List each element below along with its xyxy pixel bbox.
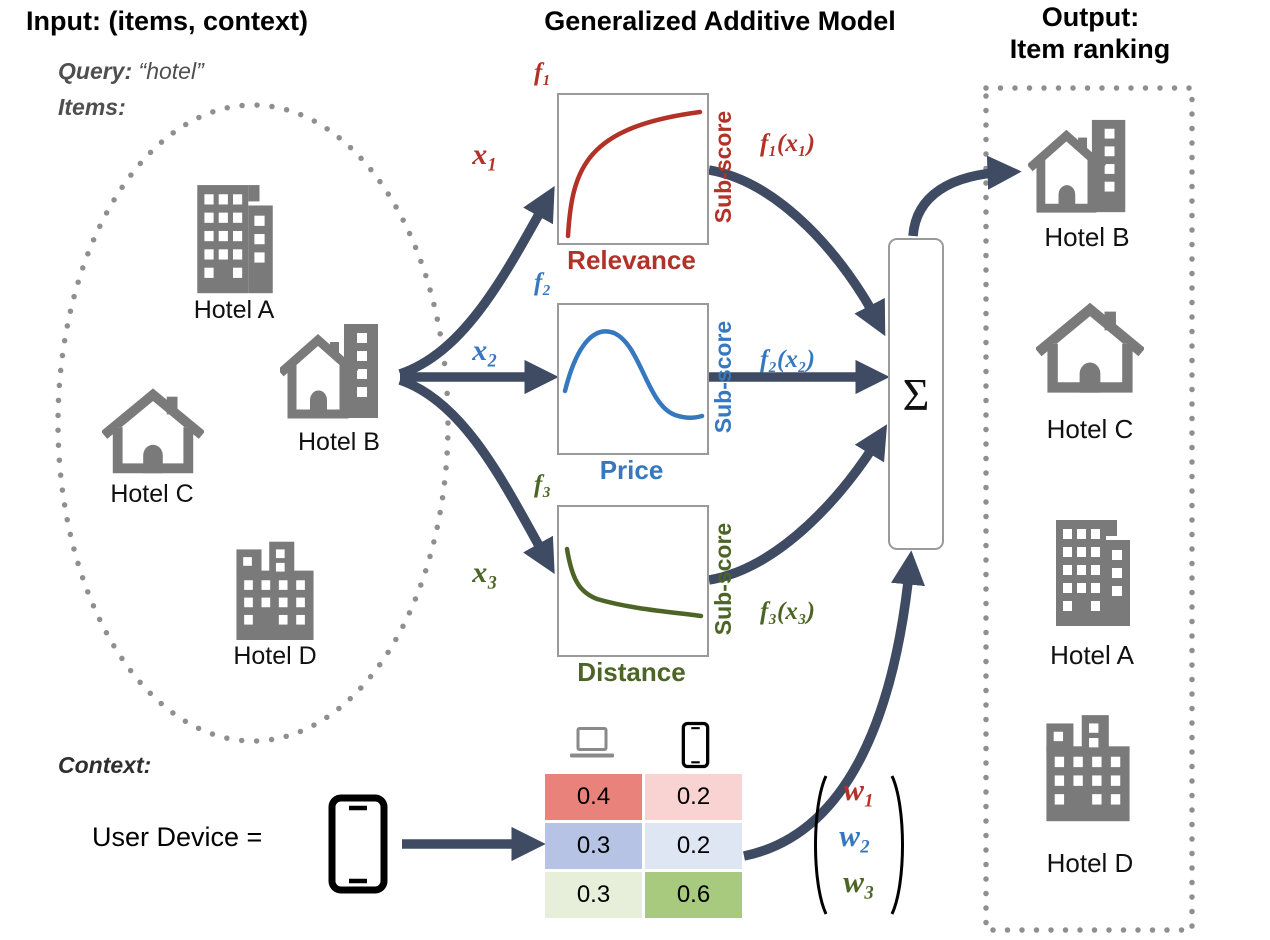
price-axis-label: Sub-score <box>710 320 736 434</box>
arrow-weights-to-sum <box>743 550 925 861</box>
hotel-a-building-icon <box>183 170 285 294</box>
weight-vector-paren-left <box>814 775 828 915</box>
sum-box: Σ <box>888 238 944 550</box>
user-device-phone-icon <box>326 794 390 894</box>
distance-name: Distance <box>577 657 686 687</box>
user-device-label: User Device = <box>92 822 263 852</box>
arrow-distance-to-sum <box>708 424 888 585</box>
output-rank4-label: Hotel D <box>1046 848 1134 878</box>
weight-cell-r3c2: 0.6 <box>645 872 742 918</box>
distance-curve <box>564 546 704 619</box>
output-rank3-hotel-a-icon <box>1042 496 1142 636</box>
x3-label: x₃ <box>472 556 498 589</box>
f3-output-label: f₃(x₃) <box>760 598 815 625</box>
f2-output-label: f₂(x₂) <box>760 346 815 373</box>
weight-cell-r2c1: 0.3 <box>545 823 642 869</box>
hotel-b-building-icon <box>280 320 398 426</box>
arrow-relevance-to-sum <box>708 165 886 337</box>
w2-label: w₂ <box>839 818 871 853</box>
output-rank4-hotel-d-icon <box>1036 686 1140 842</box>
x1-label: x₁ <box>472 138 498 171</box>
relevance-curve <box>565 109 703 239</box>
items-label: Items: <box>58 94 126 120</box>
output-rank1-label: Hotel B <box>1044 222 1130 252</box>
sigma-symbol: Σ <box>902 368 930 420</box>
model-section-title: Generalized Additive Model <box>544 6 896 36</box>
output-section-title-line1: Output: <box>1041 2 1140 32</box>
output-section-title-line2: Item ranking <box>1009 34 1171 64</box>
output-rank2-hotel-c-icon <box>1036 300 1144 398</box>
distance-plot-box <box>557 505 709 657</box>
query-line: Query: “hotel” <box>58 58 204 85</box>
input-section-title: Input: (items, context) <box>26 6 308 36</box>
relevance-axis-label: Sub-score <box>710 110 736 224</box>
query-value: “hotel” <box>138 58 204 84</box>
laptop-icon <box>566 726 618 764</box>
f1-label: f₁ <box>534 59 552 86</box>
weight-cell-r2c2: 0.2 <box>645 823 742 869</box>
hotel-c-house-icon <box>102 386 204 478</box>
phone-icon <box>681 720 710 770</box>
distance-axis-label: Sub-score <box>710 522 736 636</box>
weight-vector-paren-right <box>890 775 904 915</box>
f2-label: f₂ <box>534 269 552 296</box>
f3-label: f₃ <box>534 471 552 498</box>
items-set-dotted-ellipse <box>55 102 451 744</box>
weight-cell-r1c2: 0.2 <box>645 774 742 820</box>
arrow-sum-to-output <box>908 155 1022 237</box>
weight-cell-r3c1: 0.3 <box>545 872 642 918</box>
hotel-c-label: Hotel C <box>110 480 194 508</box>
x2-label: x₂ <box>472 334 498 367</box>
output-rank3-label: Hotel A <box>1050 640 1134 670</box>
arrow-item-to-distance <box>398 375 555 574</box>
output-rank1-hotel-b-icon <box>1028 116 1146 220</box>
f1-output-label: f₁(x₁) <box>760 130 815 157</box>
w1-label: w₁ <box>843 772 875 807</box>
price-curve <box>562 329 705 420</box>
context-label: Context: <box>58 752 152 778</box>
relevance-plot-box <box>557 93 709 245</box>
price-plot-box <box>557 303 709 455</box>
device-weights-table: 0.4 0.2 0.3 0.2 0.3 0.6 <box>545 774 742 918</box>
hotel-b-label: Hotel B <box>298 428 380 456</box>
price-name: Price <box>599 455 664 485</box>
hotel-d-label: Hotel D <box>233 642 317 670</box>
relevance-name: Relevance <box>567 245 696 275</box>
hotel-a-label: Hotel A <box>193 296 275 324</box>
query-label: Query: <box>58 58 133 84</box>
output-dotted-box <box>983 85 1195 933</box>
arrow-item-to-relevance <box>398 186 555 379</box>
output-rank2-label: Hotel C <box>1046 414 1134 444</box>
w3-label: w₃ <box>843 864 875 899</box>
weight-cell-r1c1: 0.4 <box>545 774 642 820</box>
hotel-d-building-icon <box>226 534 324 640</box>
